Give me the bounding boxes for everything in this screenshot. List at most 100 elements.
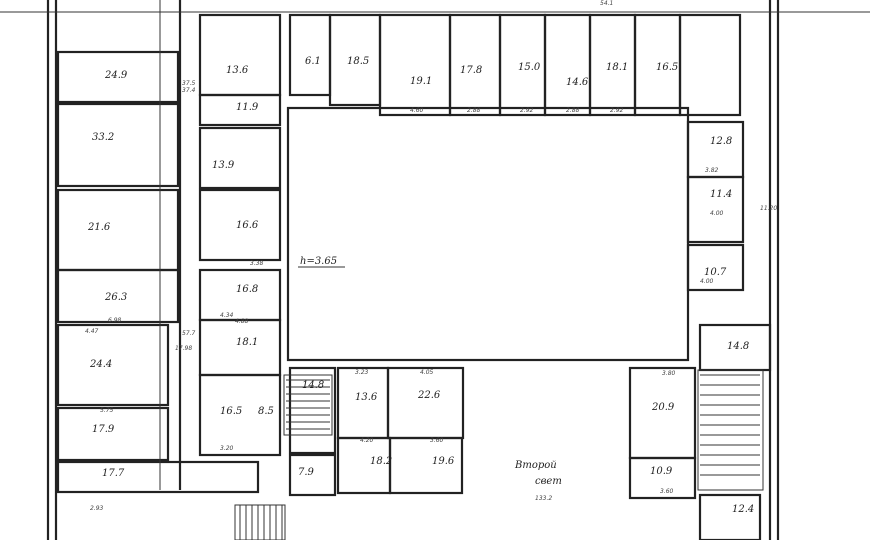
dimension-label: 3.60 — [660, 488, 674, 495]
room-area-label: 10.7 — [704, 267, 727, 278]
dimension-label: 4.00 — [700, 278, 714, 285]
wall — [56, 460, 260, 494]
wall — [543, 13, 592, 117]
room-area-label: 16.5 — [220, 406, 242, 417]
wall — [388, 436, 464, 495]
room-area-label: 15.0 — [518, 62, 541, 73]
room-area-label: 33.2 — [92, 132, 114, 143]
room-area-label: 13.6 — [355, 392, 378, 403]
wall — [56, 268, 180, 324]
room-area-label: 6.1 — [305, 56, 321, 67]
room-area-label: 11.4 — [710, 189, 732, 200]
dimension-label: 57.7 — [182, 330, 196, 337]
room-area-label: 20.9 — [651, 402, 675, 413]
dimension-label: 3.80 — [662, 370, 676, 377]
wall — [686, 175, 745, 244]
room-area-label: 12.4 — [732, 504, 754, 515]
wall — [628, 456, 697, 500]
room-area-label: 11.9 — [236, 102, 259, 113]
wall — [198, 188, 282, 262]
room-area-label: 16.5 — [656, 62, 678, 73]
wall — [288, 366, 337, 455]
room-area-label: 22.6 — [417, 390, 441, 401]
room-labels: 24.9 33.2 21.6 26.3 24.4 17.9 17.7 13.6 11.9 13.9… — [85, 0, 777, 515]
wall — [288, 453, 337, 497]
wall — [56, 406, 170, 462]
dimension-label: 2.92 — [520, 107, 534, 114]
wall — [286, 106, 690, 362]
room-area-label: 14.8 — [727, 341, 749, 352]
wall — [288, 13, 332, 97]
dimension-label: 4.34 — [220, 312, 234, 319]
dimension-label: 4.47 — [85, 328, 99, 335]
wall — [283, 374, 333, 436]
room-area-label: 18.2 — [370, 456, 392, 467]
wall — [697, 369, 764, 491]
wall — [56, 323, 170, 407]
dimension-label: 3.20 — [220, 445, 234, 452]
room-area-label: 13.9 — [212, 160, 235, 171]
room-area-label: 19.1 — [410, 76, 432, 87]
wall — [386, 366, 465, 440]
room-area-label: 16.8 — [236, 284, 258, 295]
wall — [336, 366, 390, 440]
dimension-label: 11.20 — [760, 205, 777, 212]
void-label-line2: свет — [535, 476, 562, 487]
wall — [198, 93, 282, 127]
room-area-label: 18.1 — [606, 62, 628, 73]
wall — [198, 126, 282, 190]
dimension-label: 3.23 — [355, 369, 369, 376]
dimension-label: 37.4 — [182, 87, 196, 94]
wall — [198, 13, 282, 97]
dimension-label: 2.88 — [467, 107, 481, 114]
room-area-label: 19.6 — [432, 456, 455, 467]
wall — [56, 50, 180, 104]
room-area-label: 21.6 — [87, 222, 111, 233]
room-area-label: 24.4 — [89, 359, 112, 370]
wall — [234, 504, 286, 540]
void-area: 133.2 — [535, 495, 552, 502]
dimension-label: 17.98 — [175, 345, 192, 352]
dimension-label: 54.1 — [600, 0, 613, 7]
room-area-label: 8.5 — [258, 406, 274, 417]
dimension-label: 4.00 — [710, 210, 724, 217]
room-area-label: 10.9 — [650, 466, 673, 477]
room-area-label: 12.8 — [710, 136, 732, 147]
room-area-label: 17.7 — [102, 468, 125, 479]
wall — [56, 102, 180, 188]
wall — [698, 493, 762, 540]
wall — [198, 373, 282, 457]
wall — [198, 268, 282, 322]
room-area-label: 13.6 — [226, 65, 249, 76]
dimension-label: 3.60 — [430, 437, 444, 444]
dimension-label: 3.82 — [705, 167, 719, 174]
room-area-label: 14.8 — [302, 380, 324, 391]
ceiling-height-label: h=3.65 — [300, 256, 337, 267]
dimension-label: 4.60 — [410, 107, 424, 114]
room-area-label: 18.1 — [236, 337, 258, 348]
dimension-label: 6.98 — [108, 317, 122, 324]
dimension-label: 4.20 — [360, 437, 374, 444]
dimension-label: 37.5 — [182, 80, 196, 87]
wall — [378, 13, 452, 117]
dimension-label: 2.88 — [566, 107, 580, 114]
room-area-label: 26.3 — [104, 292, 127, 303]
dimension-label: 5.75 — [100, 407, 114, 414]
dimension-label: 4.05 — [420, 369, 434, 376]
room-area-label: 24.9 — [104, 70, 128, 81]
room-area-label: 14.6 — [566, 77, 589, 88]
void-label-line1: Второй — [514, 460, 557, 471]
dimension-label: 2.92 — [610, 107, 624, 114]
wall — [628, 366, 697, 460]
wall — [686, 243, 745, 292]
dimension-label: 3.38 — [250, 260, 264, 267]
room-area-label: 17.9 — [92, 424, 115, 435]
dimension-label: 2.93 — [90, 505, 104, 512]
room-area-label: 7.9 — [298, 467, 315, 478]
dimension-label: 4.88 — [235, 318, 249, 325]
wall — [678, 13, 742, 117]
room-area-label: 18.5 — [347, 56, 369, 67]
room-area-label: 16.6 — [236, 220, 259, 231]
